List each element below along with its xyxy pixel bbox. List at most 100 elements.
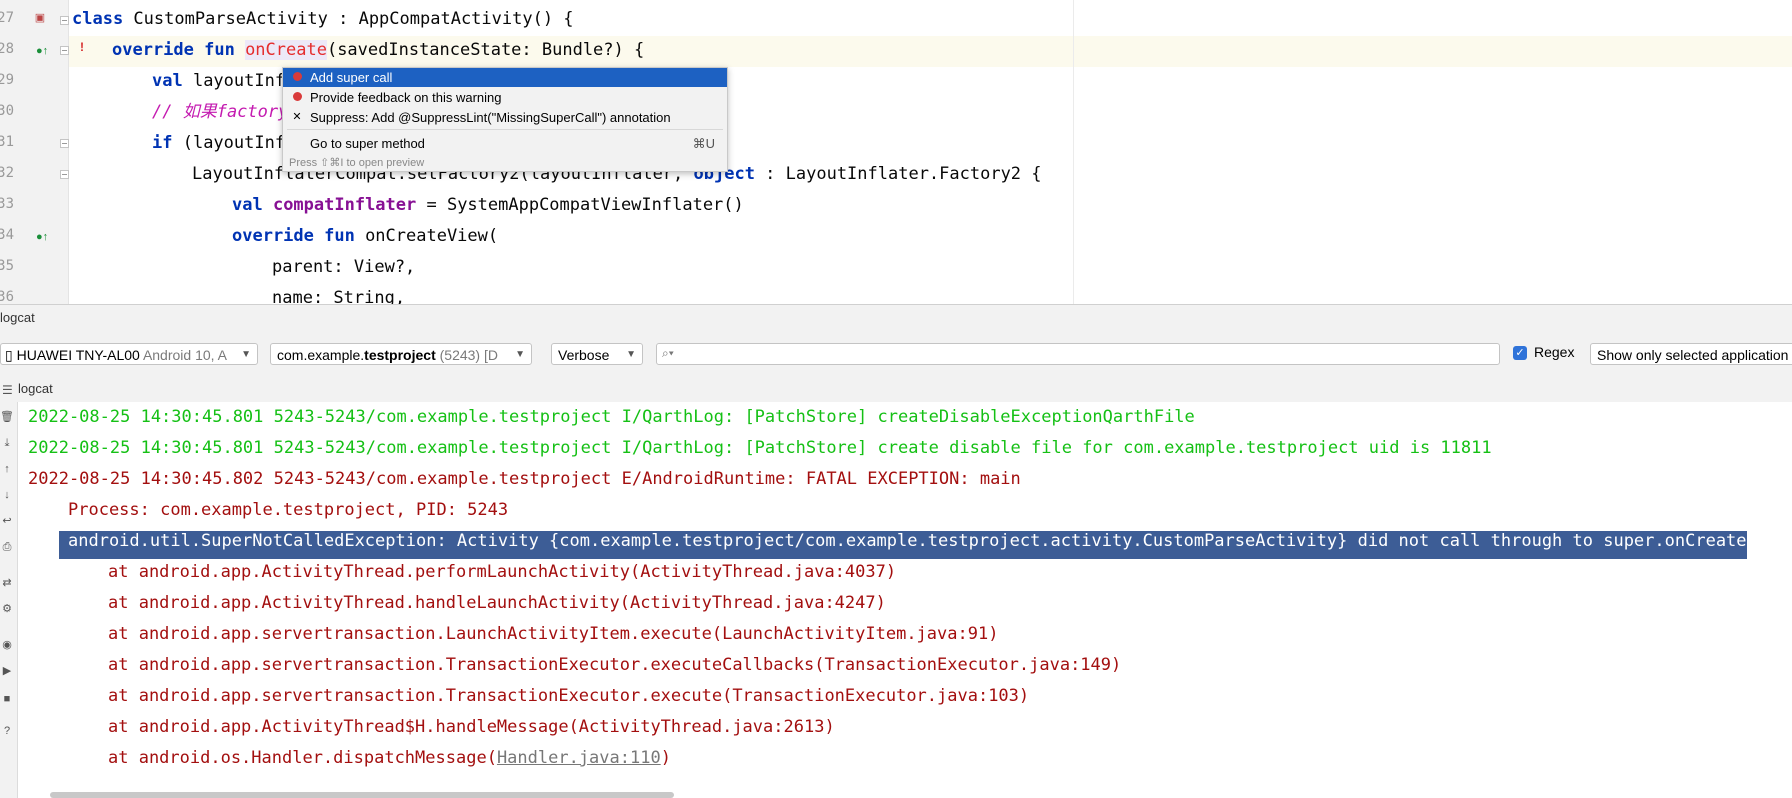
selected-log-row-highlight	[59, 531, 1747, 559]
soft-wrap-icon[interactable]: ↩	[2, 515, 12, 527]
chevron-down-icon: ▼	[241, 349, 251, 360]
fold-toggle-icon[interactable]	[60, 170, 69, 179]
chevron-down-icon: ▼	[626, 349, 636, 360]
run-config-icon[interactable]: ▣	[34, 12, 46, 24]
popup-item[interactable]: ✕ Suppress: Add @SuppressLint("MissingSup…	[283, 108, 727, 127]
up-arrow-icon[interactable]: ↑	[4, 463, 10, 475]
code-line: val compatInflater = SystemAppCompatView…	[232, 190, 744, 221]
code-token: // 如果factory	[152, 102, 289, 122]
code-token: onCreateView(	[365, 226, 499, 246]
code-token: onCreate	[245, 40, 327, 60]
code-token: name: String,	[272, 288, 406, 304]
code-line: // 如果factory	[152, 97, 288, 128]
popup-item-label: Go to super method	[310, 136, 425, 151]
help-icon[interactable]: ?	[3, 725, 11, 737]
log-line-selected[interactable]: android.util.SuperNotCalledException: Ac…	[68, 531, 1767, 551]
print-icon[interactable]: ⎙	[2, 541, 12, 553]
log-line[interactable]: at android.app.servertransaction.Transac…	[108, 686, 1030, 706]
line-number: 30	[0, 103, 14, 119]
popup-item-label: Suppress: Add @SuppressLint("MissingSupe…	[310, 110, 671, 125]
line-number: 28	[0, 41, 14, 57]
stop-icon[interactable]: ■	[3, 693, 11, 705]
code-token: override fun	[232, 226, 366, 246]
logcat-subtab[interactable]: ☰ logcat	[0, 374, 1792, 403]
log-line[interactable]: 2022-08-25 14:30:45.801 5243-5243/com.ex…	[28, 407, 1195, 427]
log-line-suffix: )	[660, 748, 671, 768]
logcat-output[interactable]: 2022-08-25 14:30:45.801 5243-5243/com.ex…	[18, 402, 1792, 798]
logcat-search-input[interactable]: ⌕▾	[656, 343, 1500, 365]
code-token: override fun	[112, 40, 246, 60]
editor-gutter	[0, 0, 69, 304]
code-token: layoutInf	[192, 71, 286, 91]
popup-item-label: Provide feedback on this warning	[310, 90, 502, 105]
override-marker-icon[interactable]: ●↑	[36, 231, 49, 243]
code-token: CustomParseActivity : AppCompatActivity(…	[133, 9, 574, 29]
log-line[interactable]: at android.app.servertransaction.LaunchA…	[108, 624, 999, 644]
code-token: (savedInstanceState: Bundle?) {	[326, 40, 645, 60]
phone-icon: ▯	[5, 347, 13, 363]
process-selector[interactable]: com.example.testproject (5243) [D ▼	[270, 343, 532, 365]
error-dot-icon	[291, 68, 303, 88]
log-line[interactable]: Process: com.example.testproject, PID: 5…	[68, 500, 509, 520]
search-icon: ⌕▾	[662, 346, 674, 360]
video-icon[interactable]: ▶	[2, 665, 12, 677]
popup-item[interactable]: Provide feedback on this warning	[283, 88, 727, 107]
chevron-down-icon: ▼	[515, 349, 525, 360]
fold-toggle-icon[interactable]	[60, 139, 69, 148]
popup-item[interactable]: Go to super method ⌘U	[283, 134, 727, 153]
code-line: if (layoutInf	[152, 128, 285, 159]
camera-icon[interactable]: ◉	[2, 639, 12, 651]
log-line[interactable]: at android.app.servertransaction.Transac…	[108, 655, 1122, 675]
line-number: 35	[0, 258, 14, 274]
list-icon: ☰	[2, 383, 13, 397]
log-line[interactable]: 2022-08-25 14:30:45.802 5243-5243/com.ex…	[28, 469, 1021, 489]
log-line[interactable]: at android.app.ActivityThread.handleLaun…	[108, 593, 886, 613]
right-margin-guide	[1073, 0, 1074, 304]
error-bulb-icon[interactable]: !	[80, 40, 84, 54]
scroll-to-end-icon[interactable]: ⤓	[4, 437, 10, 449]
device-selector[interactable]: ▯ HUAWEI TNY-AL00 Android 10, A ▼	[0, 343, 258, 365]
log-level: Verbose	[558, 347, 610, 363]
log-level-selector[interactable]: Verbose ▼	[551, 343, 643, 365]
show-only-selected-dropdown[interactable]: Show only selected application	[1590, 343, 1792, 365]
popup-separator	[287, 129, 723, 130]
log-line[interactable]: at android.app.ActivityThread$H.handleMe…	[108, 717, 835, 737]
override-marker-icon[interactable]: ●↑	[36, 45, 49, 57]
popup-item-label: Add super call	[310, 70, 393, 85]
gear-icon[interactable]: ⚙	[2, 603, 12, 615]
code-token: = SystemAppCompatViewInflater()	[416, 195, 744, 215]
source-link[interactable]: Handler.java:110	[496, 748, 661, 768]
logcat-filter-bar: ▯ HUAWEI TNY-AL00 Android 10, A ▼ com.ex…	[0, 330, 1792, 374]
down-arrow-icon[interactable]: ↓	[4, 489, 10, 501]
logcat-side-toolbar: 🗑 ⤓ ↑ ↓ ↩ ⎙ ⇄ ⚙ ◉ ▶ ■ ?	[0, 402, 18, 798]
log-line-prefix: at android.os.Handler.dispatchMessage(	[108, 748, 497, 768]
code-line: override fun onCreate(savedInstanceState…	[112, 35, 644, 66]
horizontal-scrollbar[interactable]	[50, 792, 674, 798]
log-line[interactable]: at android.app.ActivityThread.performLau…	[108, 562, 897, 582]
popup-item-shortcut: ⌘U	[692, 136, 715, 151]
code-token: compatInflater	[272, 195, 417, 215]
popup-item[interactable]: Add super call	[283, 68, 727, 87]
fold-toggle-icon[interactable]	[60, 46, 69, 55]
code-token: : LayoutInflater.Factory2 {	[754, 164, 1042, 184]
line-number: 33	[0, 196, 14, 212]
device-detail: Android 10, A	[142, 347, 227, 363]
line-number: 32	[0, 165, 14, 181]
regex-checkbox[interactable]: ✓	[1513, 346, 1527, 360]
line-number: 29	[0, 72, 14, 88]
line-number: 36	[0, 289, 14, 304]
log-line[interactable]: 2022-08-25 14:30:45.801 5243-5243/com.ex…	[28, 438, 1492, 458]
clear-log-icon[interactable]: 🗑	[0, 411, 14, 423]
error-dot-icon	[291, 88, 303, 108]
close-icon: ✕	[292, 111, 302, 123]
line-number: 34	[0, 227, 14, 243]
process-prefix: com.example.	[277, 347, 365, 363]
process-name-bold: testproject	[364, 347, 436, 363]
code-token: (layoutInf	[182, 133, 286, 153]
fold-toggle-icon[interactable]	[60, 16, 69, 25]
line-number: 31	[0, 134, 14, 150]
logcat-title: logcat	[0, 310, 35, 325]
restart-icon[interactable]: ⇄	[2, 577, 12, 589]
